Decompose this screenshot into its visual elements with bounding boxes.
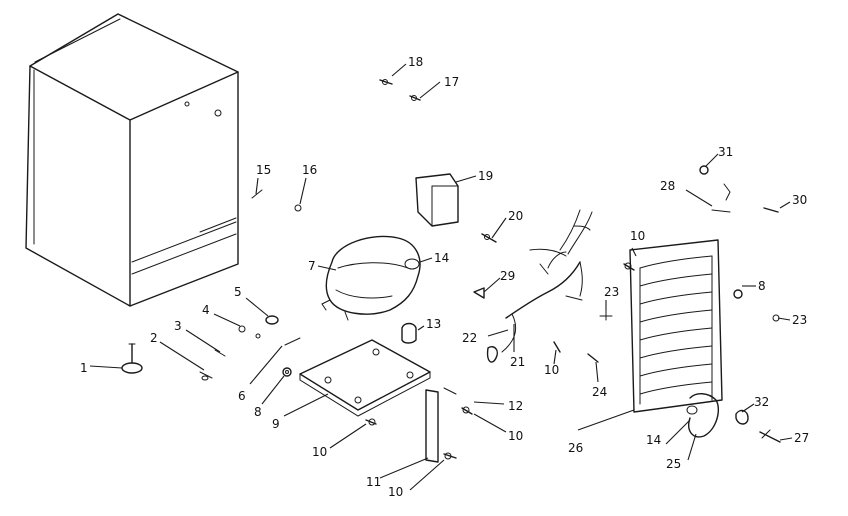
callout-8-right: 8: [758, 279, 766, 293]
right-small-parts: [699, 165, 781, 443]
callout-7: 7: [308, 259, 316, 273]
parts-17-18: [379, 79, 421, 101]
part-11-rail: [425, 389, 439, 463]
callout-25: 25: [666, 457, 681, 471]
small-hardware-parts: [199, 315, 301, 381]
callout-8-left: 8: [254, 405, 262, 419]
part-12-clip: [443, 387, 457, 395]
part-13-relay: [401, 322, 417, 344]
callout-labels: 1 2 3 4 5 6 7 8 8 9 10 10 10 10 10 11 12…: [80, 55, 809, 499]
part-26-condenser: [629, 239, 723, 413]
callout-3: 3: [174, 319, 182, 333]
callout-6: 6: [238, 389, 246, 403]
callout-14-b: 14: [646, 433, 661, 447]
part-9-base-plate: [299, 339, 431, 417]
callout-10-b: 10: [508, 429, 523, 443]
callout-30: 30: [792, 193, 807, 207]
callout-23-a: 23: [604, 285, 619, 299]
callout-22: 22: [462, 331, 477, 345]
callout-10-e: 10: [630, 229, 645, 243]
callout-13: 13: [426, 317, 441, 331]
callout-16: 16: [302, 163, 317, 177]
callout-14-a: 14: [434, 251, 449, 265]
callout-18: 18: [408, 55, 423, 69]
part-19-bracket: [415, 173, 459, 227]
callout-28: 28: [660, 179, 675, 193]
callout-10-d: 10: [544, 363, 559, 377]
callout-20: 20: [508, 209, 523, 223]
callout-12: 12: [508, 399, 523, 413]
part-25-tube: [686, 393, 720, 438]
parts-15-16: [251, 189, 302, 212]
leader-lines: [89, 63, 793, 491]
callout-21: 21: [510, 355, 525, 369]
part-7-compressor: [321, 235, 421, 321]
callout-10-c: 10: [388, 485, 403, 499]
callout-9: 9: [272, 417, 280, 431]
callout-10-a: 10: [312, 445, 327, 459]
part-21-22-wiring: [486, 209, 593, 363]
callout-19: 19: [478, 169, 493, 183]
cabinet: [25, 13, 239, 307]
part-1-leveling-leg: [121, 343, 143, 374]
part-20: [481, 233, 497, 243]
callout-32: 32: [754, 395, 769, 409]
callout-4: 4: [202, 303, 210, 317]
callout-15: 15: [256, 163, 271, 177]
part-29: [473, 287, 485, 299]
callout-23-b: 23: [792, 313, 807, 327]
callout-29: 29: [500, 269, 515, 283]
callout-2: 2: [150, 331, 158, 345]
callout-24: 24: [592, 385, 607, 399]
callout-31: 31: [718, 145, 733, 159]
screws-10: [365, 262, 635, 460]
callout-1: 1: [80, 361, 88, 375]
callout-11: 11: [366, 475, 381, 489]
callout-5: 5: [234, 285, 242, 299]
callout-27: 27: [794, 431, 809, 445]
callout-26: 26: [568, 441, 583, 455]
callout-17: 17: [444, 75, 459, 89]
part-8-grommet-left: [282, 367, 292, 377]
parts-23-24: [587, 309, 780, 363]
